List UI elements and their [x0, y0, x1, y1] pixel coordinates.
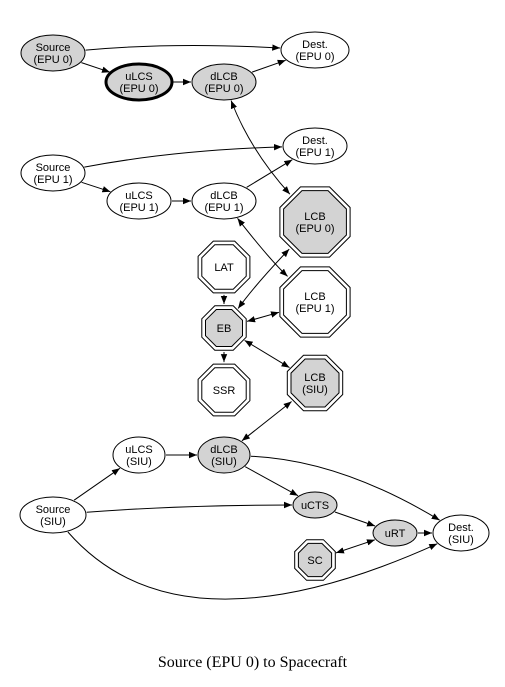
edge-lcb-siu-to-dlcb-siu — [241, 401, 292, 442]
node-label: SSR — [213, 385, 236, 397]
node-src-epu1: Source(EPU 1) — [20, 154, 86, 192]
node-ssr: SSR — [197, 363, 251, 417]
node-label: (EPU 1) — [119, 202, 158, 214]
node-label: SC — [307, 555, 322, 567]
node-label: dLCB — [210, 190, 238, 202]
edge-ucts-to-urt — [334, 511, 376, 527]
node-lat: LAT — [197, 240, 251, 294]
node-ulcs-epu1: uLCS(EPU 1) — [106, 182, 172, 220]
node-label: dLCB — [210, 71, 238, 83]
node-label: (EPU 1) — [33, 174, 72, 186]
edge-dlcb-epu0-to-dest-epu0 — [251, 59, 286, 73]
node-eb: EB — [201, 305, 247, 351]
node-label: uRT — [385, 528, 406, 540]
node-label: uLCS — [125, 190, 153, 202]
node-label: uLCS — [125, 444, 153, 456]
node-label: (SIU) — [448, 534, 474, 546]
node-label: (EPU 0) — [33, 54, 72, 66]
edge-src-siu-to-ulcs-siu — [73, 467, 121, 501]
node-lcb-epu0: LCB(EPU 0) — [279, 186, 351, 258]
node-label: (EPU 0) — [295, 223, 334, 235]
node-label: Source — [36, 162, 71, 174]
diagram-caption: Source (EPU 0) to Spacecraft — [157, 654, 348, 671]
node-label: uLCS — [125, 71, 153, 83]
node-label: LAT — [214, 262, 234, 274]
node-label: EB — [217, 323, 232, 335]
edge-dlcb-epu1-to-dest-epu1 — [246, 159, 293, 188]
node-label: LCB — [304, 372, 325, 384]
node-label: Source — [36, 504, 71, 516]
node-lcb-siu: LCB(SIU) — [286, 354, 344, 412]
node-label: (EPU 0) — [295, 51, 334, 63]
node-ucts: uCTS — [292, 491, 338, 519]
edges-layer — [67, 44, 440, 600]
node-label: Dest. — [448, 522, 474, 534]
node-dest-epu1: Dest.(EPU 1) — [282, 127, 348, 165]
node-label: Source — [36, 42, 71, 54]
node-label: (SIU) — [302, 384, 328, 396]
node-dest-siu: Dest.(SIU) — [432, 514, 490, 552]
node-dest-epu0: Dest.(EPU 0) — [280, 31, 350, 69]
node-label: uCTS — [301, 500, 329, 512]
edge-src-epu0-to-dest-epu0 — [85, 44, 281, 51]
edge-lcb-epu1-to-eb — [246, 311, 280, 323]
node-src-epu0: Source(EPU 0) — [20, 34, 86, 72]
node-label: (EPU 1) — [295, 147, 334, 159]
edge-src-siu-to-ucts — [86, 501, 293, 513]
edge-dlcb-epu0-to-lcb-epu0 — [230, 100, 291, 195]
edge-src-siu-to-dest-siu — [67, 531, 438, 600]
node-ulcs-siu: uLCS(SIU) — [112, 436, 166, 474]
node-label: (SIU) — [126, 456, 152, 468]
node-label: Dest. — [302, 135, 328, 147]
node-label: LCB — [304, 211, 325, 223]
node-ulcs-epu0: uLCS(EPU 0) — [104, 62, 174, 102]
node-label: (EPU 1) — [204, 202, 243, 214]
node-label: (SIU) — [211, 456, 237, 468]
edge-lcb-epu0-to-eb — [237, 248, 290, 309]
node-label: Dest. — [302, 39, 328, 51]
node-label: (SIU) — [40, 516, 66, 528]
edge-src-epu1-to-ulcs-epu1 — [81, 181, 111, 193]
node-dlcb-epu1: dLCB(EPU 1) — [191, 182, 257, 220]
edge-src-epu1-to-dest-epu1 — [84, 143, 283, 168]
edge-src-epu0-to-ulcs-epu0 — [81, 62, 111, 73]
node-sc: SC — [294, 539, 336, 581]
node-label: LCB — [304, 291, 325, 303]
edge-sc-to-urt — [335, 539, 376, 554]
node-src-siu: Source(SIU) — [19, 496, 87, 534]
node-dlcb-epu0: dLCB(EPU 0) — [191, 63, 257, 101]
node-dlcb-siu: dLCB(SIU) — [197, 436, 251, 474]
edge-dlcb-siu-to-ucts — [244, 466, 299, 497]
node-label: (EPU 0) — [204, 83, 243, 95]
node-label: dLCB — [210, 444, 238, 456]
node-label: (EPU 0) — [119, 83, 158, 95]
node-lcb-epu1: LCB(EPU 1) — [279, 266, 351, 338]
node-label: (EPU 1) — [295, 303, 334, 315]
edge-eb-to-lcb-siu — [244, 339, 290, 369]
nodes-layer: Source(EPU 0)Dest.(EPU 0)uLCS(EPU 0)dLCB… — [19, 31, 490, 581]
node-urt: uRT — [372, 519, 418, 547]
edge-dlcb-siu-to-dest-siu — [250, 455, 440, 521]
